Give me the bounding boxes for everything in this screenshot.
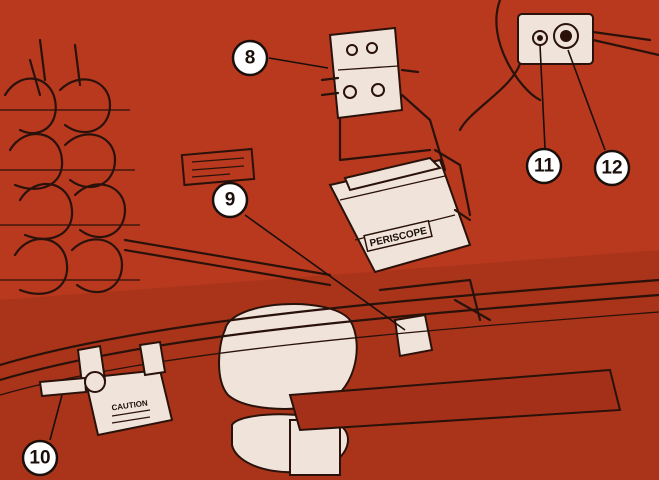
callout-10: 10 xyxy=(21,439,59,477)
svg-text:10: 10 xyxy=(29,448,50,469)
leader-11 xyxy=(539,44,546,149)
svg-text:11: 11 xyxy=(534,156,555,177)
svg-text:9: 9 xyxy=(225,190,236,211)
svg-text:8: 8 xyxy=(245,48,256,69)
connector-box xyxy=(458,0,659,132)
control-box xyxy=(320,26,447,172)
turret-ring xyxy=(0,278,659,432)
leader-12 xyxy=(567,49,606,151)
caution-box: CAUTION xyxy=(38,340,174,437)
seat xyxy=(218,303,358,476)
leader-9 xyxy=(244,214,406,331)
svg-text:12: 12 xyxy=(601,158,622,179)
ammunition-rack xyxy=(0,38,332,295)
periscope: PERISCOPE xyxy=(328,148,472,274)
callout-11: 11 xyxy=(525,147,563,185)
data-plate xyxy=(180,147,256,187)
leader-8 xyxy=(268,57,329,69)
callout-8: 8 xyxy=(231,39,269,77)
callout-12: 12 xyxy=(593,149,631,187)
callout-9: 9 xyxy=(211,181,249,219)
leader-10 xyxy=(49,394,63,441)
